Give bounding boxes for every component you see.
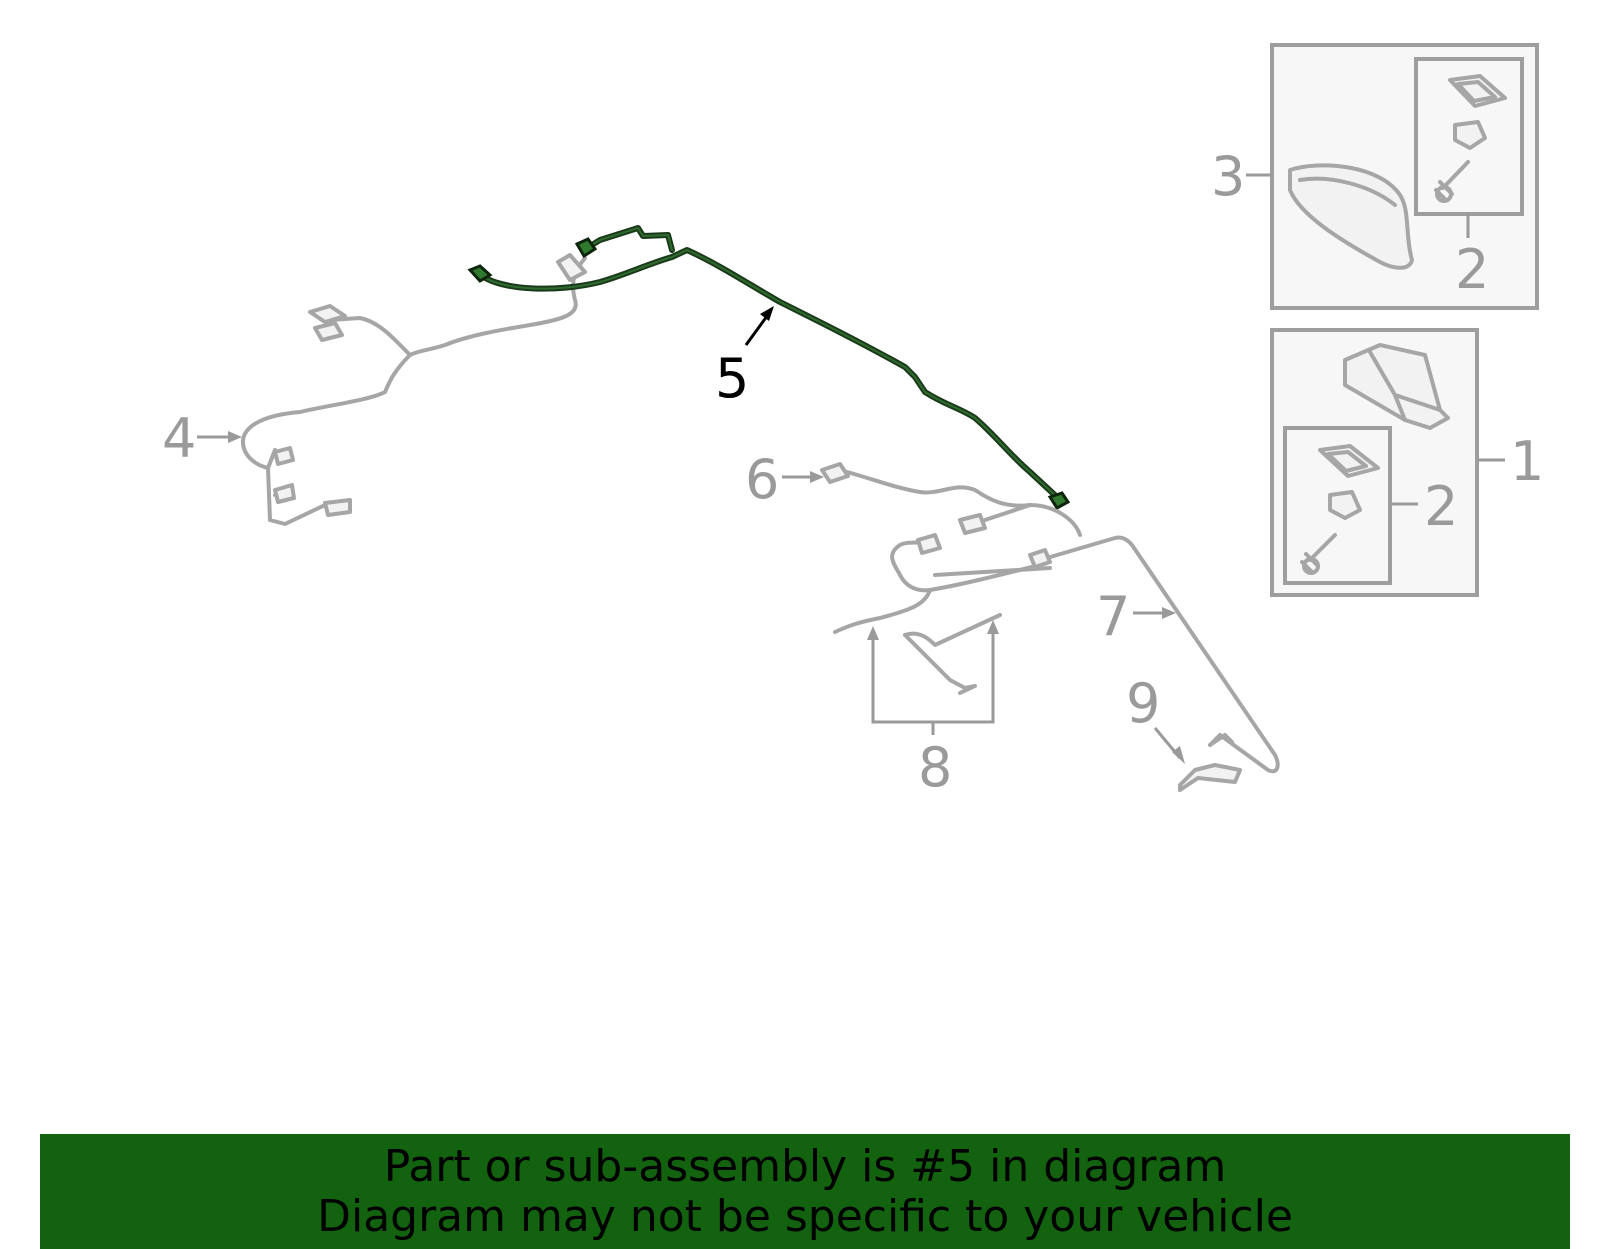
callout-3: 3 bbox=[1211, 145, 1245, 208]
part-3-group bbox=[1270, 43, 1539, 310]
callout-8: 8 bbox=[918, 736, 952, 799]
callout-2-bottom: 2 bbox=[1424, 475, 1458, 538]
part-4-harness bbox=[240, 253, 587, 526]
info-banner: Part or sub-assembly is #5 in diagram Di… bbox=[40, 1134, 1570, 1249]
part-5-harness bbox=[467, 225, 1071, 510]
callout-1: 1 bbox=[1510, 430, 1544, 493]
nut-icon bbox=[1453, 120, 1487, 150]
callout-2-top: 2 bbox=[1455, 238, 1489, 301]
part-6-harness bbox=[820, 462, 1082, 537]
part-8-harness bbox=[833, 533, 1052, 695]
callout-7: 7 bbox=[1096, 585, 1130, 648]
part-5-connector-top bbox=[574, 237, 598, 259]
part-9-bracket bbox=[1178, 733, 1242, 792]
banner-line-1: Part or sub-assembly is #5 in diagram bbox=[383, 1141, 1227, 1192]
callout-5: 5 bbox=[715, 347, 749, 410]
callout-4: 4 bbox=[162, 407, 196, 470]
callout-6: 6 bbox=[745, 448, 779, 511]
part-5-connector-right bbox=[1047, 491, 1071, 510]
antenna-base-icon bbox=[1343, 343, 1450, 430]
antenna-cover-shape bbox=[1288, 163, 1414, 270]
part-5-connector-left bbox=[467, 264, 493, 283]
banner-line-2: Diagram may not be specific to your vehi… bbox=[317, 1191, 1293, 1242]
part-7-harness bbox=[1028, 535, 1280, 774]
part-1-group bbox=[1270, 328, 1479, 597]
callout-9: 9 bbox=[1126, 672, 1160, 735]
